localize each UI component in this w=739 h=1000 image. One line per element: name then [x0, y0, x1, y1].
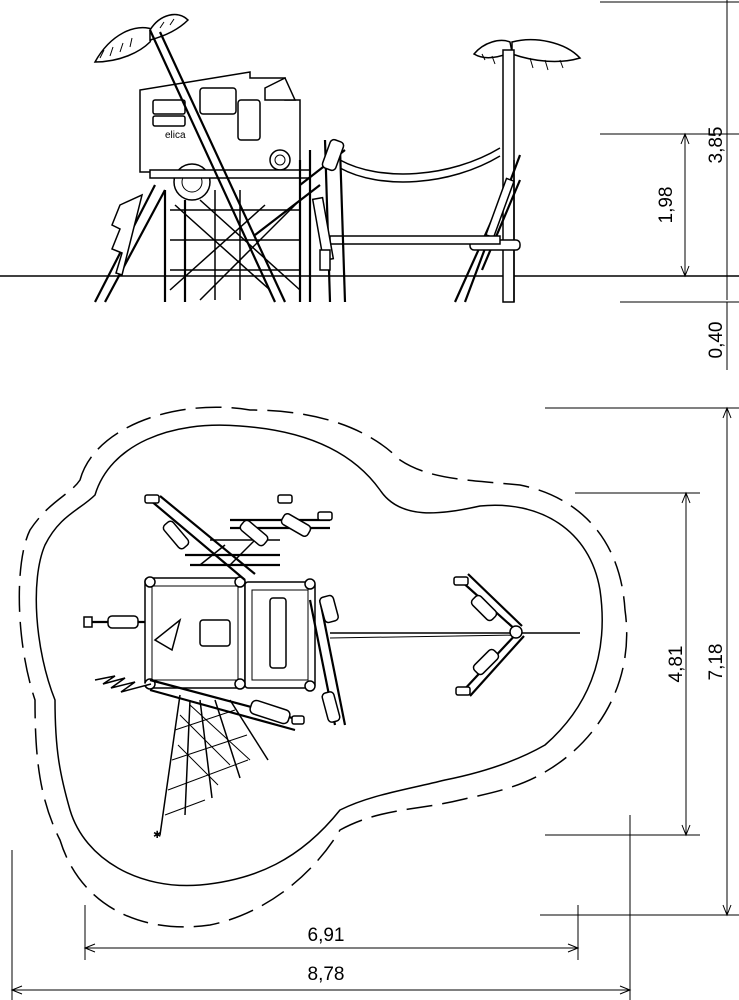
- dim-platform-height: 1,98: [656, 187, 677, 224]
- palm-right: [472, 39, 582, 71]
- dim-foundation-depth: 0,40: [706, 322, 727, 359]
- tower-house: elica: [139, 71, 311, 201]
- hammock: [339, 147, 501, 175]
- plan-climbing-frame: [144, 494, 333, 581]
- dim-plan-width-inner: 6,91: [308, 925, 345, 946]
- svg-text:✱: ✱: [153, 830, 161, 841]
- plan-house: [144, 576, 316, 692]
- safety-zone-outer: [18, 406, 628, 928]
- dim-plan-depth-outer: 7,18: [706, 644, 727, 681]
- dim-plan-depth-inner: 4,81: [666, 646, 687, 683]
- side-dimensions: 1,98 3,85 0,40: [600, 0, 739, 370]
- plan-view: ✱: [10, 406, 739, 1000]
- bottom-rail: [329, 235, 501, 245]
- logo-text: elica: [165, 130, 186, 141]
- palm-left: [93, 13, 190, 63]
- side-elevation: elica: [0, 0, 739, 370]
- safety-zone-inner: [35, 424, 603, 887]
- dim-total-height: 3,85: [706, 127, 727, 164]
- plan-rope-net: ✱: [153, 694, 269, 841]
- plan-dimensions: 4,81 7,18 6,91 8,78: [10, 406, 739, 1000]
- plan-swing-frame: [453, 573, 525, 697]
- climbing-leaf: [111, 193, 144, 276]
- dim-plan-width-outer: 8,78: [308, 964, 345, 985]
- plan-leaf: [94, 675, 152, 693]
